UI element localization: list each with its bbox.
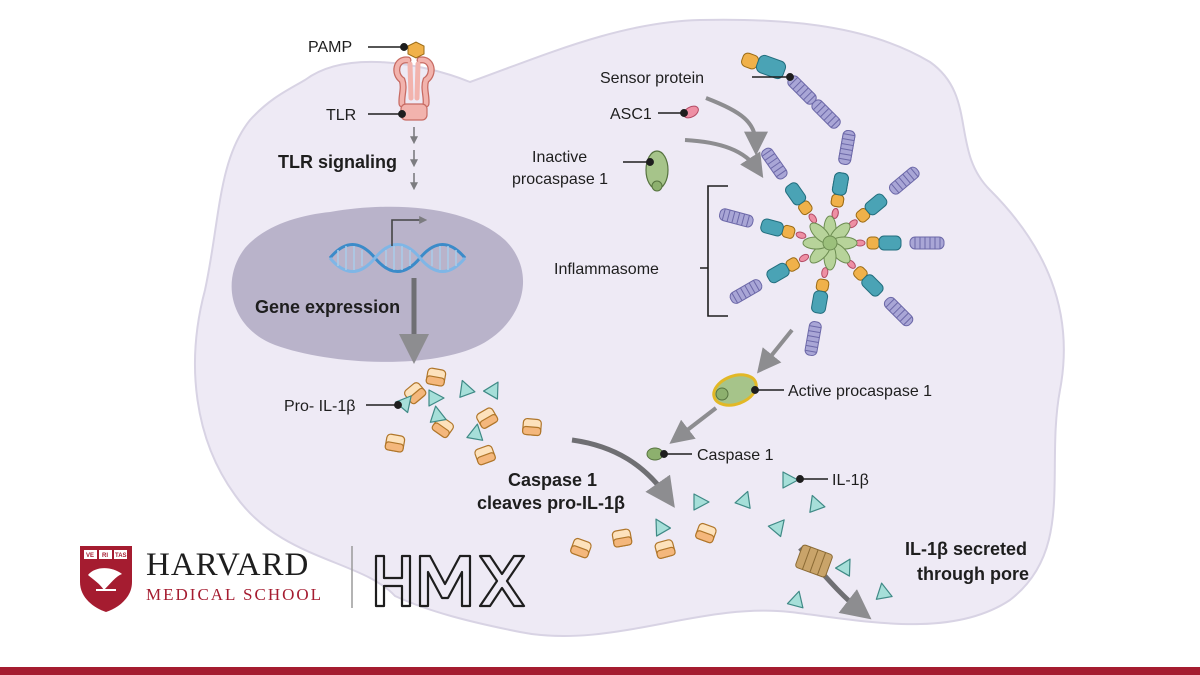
label-secreted-1: IL-1β secreted (905, 539, 1027, 559)
label-secreted-2: through pore (917, 564, 1029, 584)
cleavage-arrow (571, 437, 675, 508)
label-inflammasome: Inflammasome (554, 261, 659, 278)
label-gene-expression: Gene expression (255, 297, 400, 317)
label-tlr-signaling: TLR signaling (278, 152, 397, 172)
label-cleaves-2: cleaves pro-IL-1β (477, 493, 625, 513)
brand-hmx: HMX (376, 603, 379, 605)
label-il1b: IL-1β (832, 472, 869, 489)
nucleus (231, 206, 524, 362)
label-inactive-2: procaspase 1 (512, 171, 608, 188)
label-active-procaspase: Active procaspase 1 (788, 383, 932, 400)
dna-helix-icon (328, 243, 467, 273)
membrane-pore (795, 544, 833, 578)
sensor-protein (740, 52, 843, 131)
assembly-arrow-upper (705, 96, 768, 156)
label-tlr: TLR (326, 107, 356, 124)
tlr-receptor (393, 56, 435, 121)
label-inactive-1: Inactive (532, 149, 587, 166)
label-cleaves-1: Caspase 1 (508, 470, 597, 490)
shield-letters-1: VE (86, 553, 94, 559)
label-sensor-protein: Sensor protein (600, 70, 704, 87)
inflammasome-complex (718, 130, 944, 357)
processing-arrow (669, 406, 718, 444)
label-pro-il1b: Pro- IL-1β (284, 398, 355, 415)
active-procaspase-1 (712, 373, 758, 407)
shield-letters-3: TAS (115, 553, 127, 559)
label-caspase-1: Caspase 1 (697, 447, 774, 464)
hmx-logo (374, 554, 526, 608)
pamp-molecule (407, 41, 425, 59)
inflammasome-bracket (700, 185, 728, 317)
cell-membrane (194, 18, 1065, 638)
footer-bar (0, 667, 1200, 675)
shield-letters-2: RI (102, 553, 108, 559)
assembly-arrow-lower (684, 138, 764, 179)
transcription-start-arrow-icon (391, 216, 428, 246)
brand-harvard: HARVARD (146, 547, 309, 583)
leader-lines (366, 43, 828, 483)
activation-arrow (756, 328, 794, 374)
label-asc1: ASC1 (610, 106, 652, 123)
brand-medical-school: MEDICAL SCHOOL (146, 585, 323, 604)
harvard-shield-icon (80, 546, 132, 612)
label-pamp: PAMP (308, 39, 352, 56)
